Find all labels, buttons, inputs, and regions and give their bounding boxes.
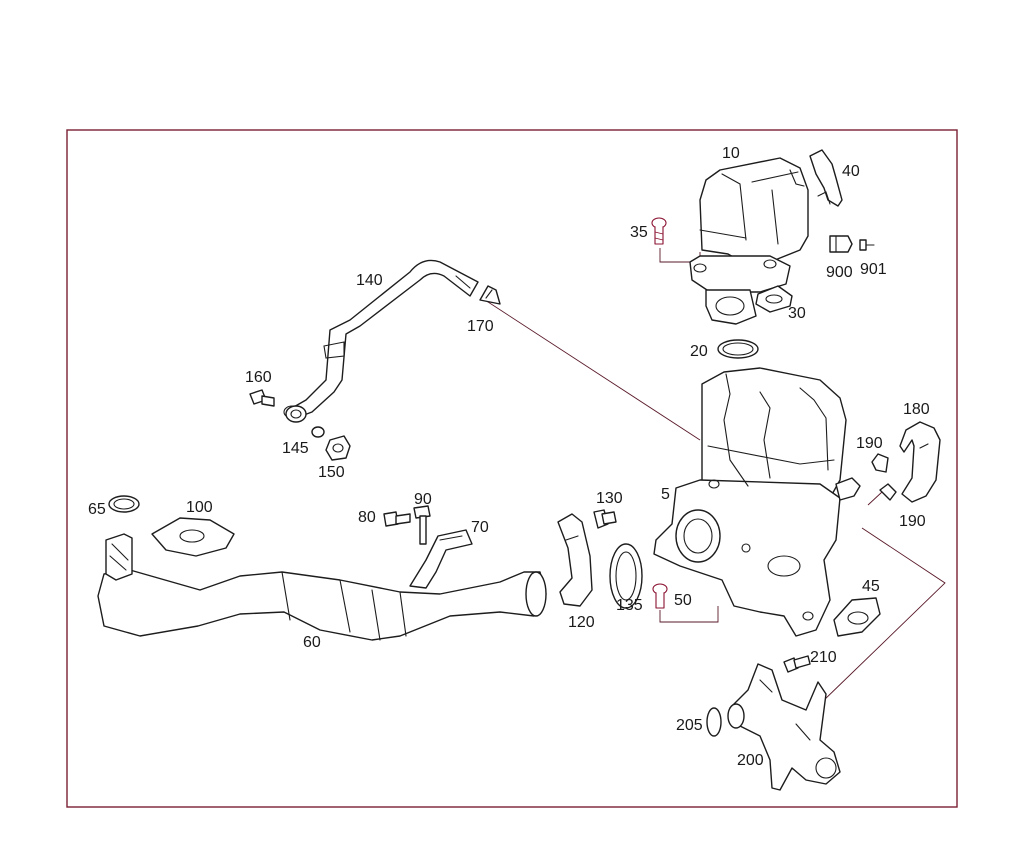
clip-170 <box>479 285 501 305</box>
clamp-120 <box>557 513 593 607</box>
callout-145: 145 <box>282 440 309 457</box>
callout-135: 135 <box>616 597 643 614</box>
callout-140: 140 <box>356 272 383 289</box>
callout-901: 901 <box>860 261 887 278</box>
clamp-190a <box>871 453 889 473</box>
callout-120: 120 <box>568 614 595 631</box>
callout-100: 100 <box>186 499 213 516</box>
callout-45: 45 <box>862 578 880 595</box>
egr-pipe-60 <box>97 533 547 641</box>
clamp-190b <box>879 483 897 501</box>
callout-30: 30 <box>788 305 806 322</box>
bolt-35 <box>651 217 667 245</box>
bolt-160 <box>249 389 275 407</box>
diagram-frame <box>66 129 958 808</box>
callout-65: 65 <box>88 501 106 518</box>
callout-210: 210 <box>810 649 837 666</box>
fitting-145 <box>285 405 325 438</box>
egr-valve-housing-5 <box>653 367 861 637</box>
o-ring-20 <box>717 339 759 359</box>
callout-190b: 190 <box>899 513 926 530</box>
hose-180 <box>899 421 941 503</box>
callout-200: 200 <box>737 752 764 769</box>
plug-900 <box>829 235 853 253</box>
o-ring-205 <box>706 707 722 737</box>
callout-190a: 190 <box>856 435 883 452</box>
gasket-45 <box>833 597 881 637</box>
callout-50: 50 <box>674 592 692 609</box>
bolt-80 <box>383 511 411 527</box>
callout-5: 5 <box>661 486 670 503</box>
callout-labels: 10 40 35 900 901 30 140 170 20 160 180 1… <box>88 145 930 769</box>
bolt-210 <box>783 655 811 673</box>
gasket-30 <box>755 285 793 313</box>
pin-901 <box>859 239 875 251</box>
callout-170: 170 <box>467 318 494 335</box>
callout-60: 60 <box>303 634 321 651</box>
bracket-40 <box>809 149 843 207</box>
callout-130: 130 <box>596 490 623 507</box>
callout-20: 20 <box>690 343 708 360</box>
callout-10: 10 <box>722 145 740 162</box>
callout-180: 180 <box>903 401 930 418</box>
bracket-70 <box>409 529 473 589</box>
callout-80: 80 <box>358 509 376 526</box>
callout-160: 160 <box>245 369 272 386</box>
bolt-50 <box>652 583 668 609</box>
gasket-65 <box>108 495 140 513</box>
egr-actuator-10 <box>689 157 809 325</box>
callout-90: 90 <box>414 491 432 508</box>
callout-900: 900 <box>826 264 853 281</box>
gasket-135 <box>609 543 643 609</box>
callout-40: 40 <box>842 163 860 180</box>
callout-150: 150 <box>318 464 345 481</box>
callout-70: 70 <box>471 519 489 536</box>
bolt-90 <box>413 505 431 545</box>
coolant-flange-200 <box>727 663 841 791</box>
gasket-100 <box>151 517 235 557</box>
callout-35: 35 <box>630 224 648 241</box>
plug-150 <box>325 435 351 461</box>
bolt-130 <box>593 509 617 529</box>
callout-205: 205 <box>676 717 703 734</box>
